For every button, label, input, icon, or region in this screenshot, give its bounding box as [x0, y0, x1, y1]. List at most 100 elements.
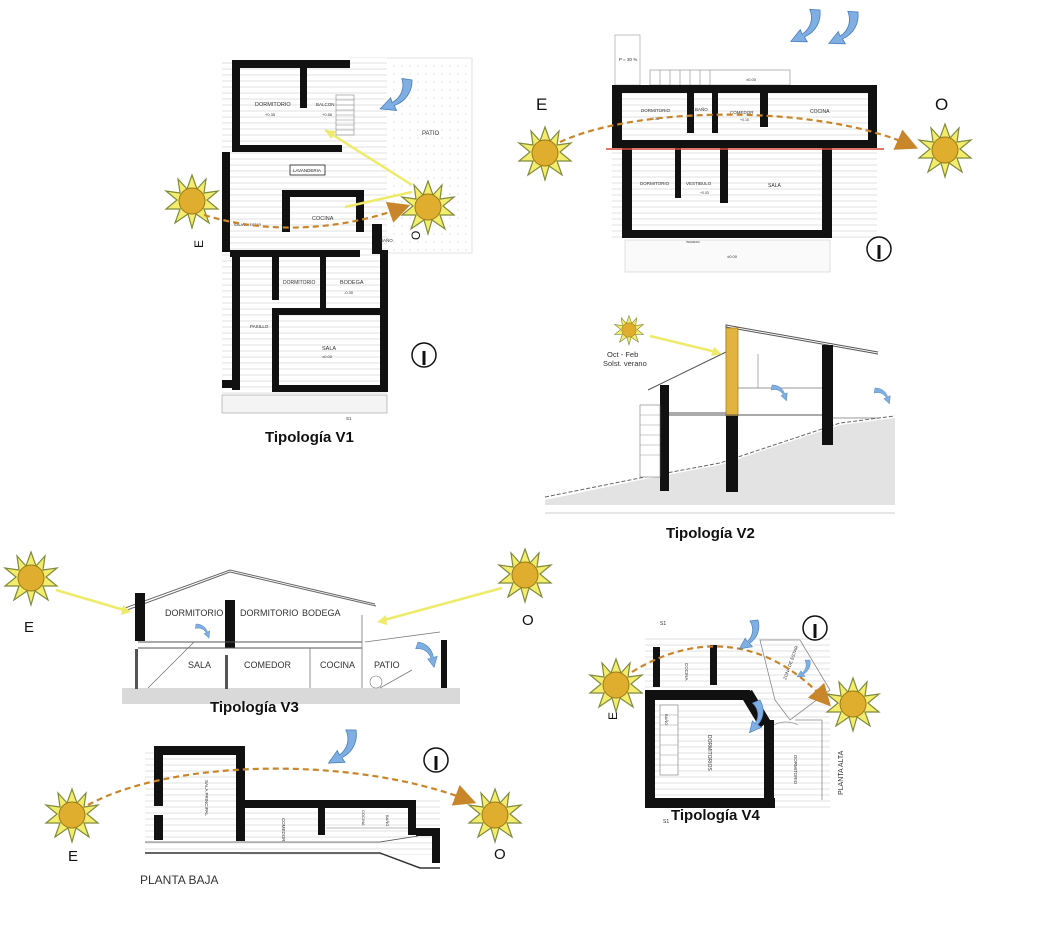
v2-sun-note-2: Solst. verano	[603, 359, 647, 368]
v3-room-dormitorio-2: DORMITORIO	[240, 608, 298, 618]
v3-plan-sala-principal: SALA PRINCIPAL	[204, 780, 209, 816]
v2-sun-east-icon	[518, 126, 572, 181]
v3-plan-east-label: E	[68, 848, 78, 865]
v3-title: Tipología V3	[210, 699, 299, 716]
v2-room-dormitorio2: DORMITORIO	[640, 181, 670, 186]
v4-section-bottom: S1	[663, 819, 669, 825]
v1-title: Tipología V1	[265, 429, 354, 446]
v4-sun-path-arrow	[631, 645, 831, 707]
v2-wind-icon-1	[790, 4, 823, 48]
v2-slope: P = 30 %	[619, 57, 637, 62]
v1-east-label: E	[192, 240, 206, 248]
v2-plan: P = 30 % ±0.00 DORMITORIO +0.35 BAÑO	[606, 34, 884, 273]
v4-east-label: E	[606, 712, 620, 720]
v1-room-sala: SALA	[322, 346, 336, 352]
v3-plan-wind-icon	[328, 725, 359, 768]
v1-room-dormitorio2: DORMITORIO	[283, 280, 316, 286]
v2-room-cocina: COCINA	[810, 109, 830, 115]
v4-sun-west-icon	[826, 677, 880, 732]
v2-room-ingreso: INGRESO	[686, 240, 701, 244]
v4-north-compass-icon	[801, 614, 829, 642]
v4-room-cocina: COCINA	[684, 663, 689, 681]
v2-section: Oct - Feb Solst. verano	[544, 315, 896, 514]
v2-section-sun-icon	[614, 315, 644, 346]
v4-plan: COCINA ZONA DE ESTAR BAÑO DORMITORIOS DO…	[645, 621, 845, 825]
v4-section-top: S1	[660, 621, 666, 627]
v3-sun-ray-east	[55, 588, 125, 612]
v2-sun-west-icon	[918, 123, 972, 178]
v3-room-cocina: COCINA	[320, 660, 355, 670]
v2-title: Tipología V2	[666, 525, 755, 542]
v2-room-comedor: COMEDOR	[730, 110, 754, 115]
v3-west-label: O	[522, 612, 534, 629]
v3-plan-sun-path-arrow	[87, 767, 477, 806]
v1-room-cocina: COCINA	[312, 216, 334, 222]
v3-plan-sun-east-icon	[45, 788, 99, 843]
v3-room-bodega: BODEGA	[302, 608, 341, 618]
v2-solar-wall	[725, 327, 739, 417]
v3-east-label: E	[24, 619, 34, 636]
v2-section-wind-icon-2	[871, 386, 894, 405]
v2-level-dorm: +0.35	[650, 117, 659, 121]
v4-room-bano: BAÑO	[664, 714, 669, 725]
v1-room-bano: BAÑO	[380, 237, 393, 243]
v2-room-sala: SALA	[768, 183, 781, 189]
v2-walls	[612, 85, 877, 238]
v3-room-dormitorio-1: DORMITORIO	[165, 608, 223, 618]
v3-wind-icon-2	[410, 640, 442, 668]
v2-sun-path-arrow	[559, 113, 919, 150]
v1-level-sala: ±0.00	[322, 354, 333, 359]
v2-level-top: ±0.00	[746, 77, 757, 82]
v1-sun-ray-2	[344, 190, 413, 209]
v4-room-dormitorios: DORMITORIOS	[706, 735, 712, 771]
v4-room-dormitorio: DORMITORIO	[793, 755, 798, 785]
v4-title: Tipología V4	[671, 807, 761, 824]
v2-room-bano: BAÑO	[695, 106, 708, 112]
v3-plan-cocina: COCINA	[361, 810, 366, 826]
v2-level-vest: +0.03	[700, 191, 709, 195]
v2-ground	[545, 418, 895, 505]
v3-ground	[122, 688, 460, 704]
v2-sun-note-1: Oct - Feb	[607, 350, 638, 359]
v2-room-vestibulo: VESTIBULO	[686, 181, 712, 186]
v3-plan-bano: BAÑO	[385, 815, 390, 826]
v1-level-bodega: -0.30	[344, 290, 354, 295]
v1-floor	[222, 58, 387, 413]
v1-room-dormitorio: DORMITORIO	[255, 102, 291, 108]
v1-room-balcon: BALCON	[316, 102, 335, 107]
v3-sun-ray-west	[383, 586, 503, 622]
v3-plan-label: PLANTA BAJA	[140, 873, 218, 887]
v1-level-dormitorio: +0.35	[265, 112, 276, 117]
v3-wind-icon-1	[192, 623, 213, 639]
v1-plan: DORMITORIO +0.35 BALCON +0.56 PATIO LAVA…	[221, 57, 473, 421]
v1-north-compass-icon	[410, 341, 438, 369]
v1-section-mark: S1	[346, 416, 352, 421]
v2-room-dormitorio: DORMITORIO	[641, 108, 671, 113]
v4-planta-alta: PLANTA ALTA	[838, 750, 845, 795]
v1-west-label: O	[409, 231, 423, 240]
v1-room-bodega: BODEGA	[340, 280, 364, 286]
v2-east-label: E	[536, 95, 547, 114]
v4-sun-east-icon	[589, 658, 643, 713]
v2-wind-icon-2	[828, 6, 861, 50]
v3-sun-east-icon	[4, 551, 58, 606]
v3-plan-comedor: COMEDOR	[281, 818, 286, 842]
v3-plan: SALA PRINCIPAL COMEDOR COCINA BAÑO	[145, 746, 440, 869]
v1-sun-east-icon	[165, 174, 219, 229]
v3-room-patio: PATIO	[374, 660, 400, 670]
v2-section-sun-ray	[649, 334, 717, 354]
v2-level-bottom: ±0.00	[727, 254, 738, 259]
v1-room-patio: PATIO	[422, 131, 439, 137]
v2-section-wind-icon-1	[768, 383, 791, 402]
v1-sun-ray	[324, 128, 413, 187]
v3-room-comedor: COMEDOR	[244, 660, 292, 670]
v1-sun-path-arrow	[203, 202, 411, 229]
v1-room-lavanderia: LAVANDERIA	[293, 168, 321, 173]
v3-plan-north-compass-icon	[422, 746, 450, 774]
v2-level-comedor: +0.15	[740, 118, 749, 122]
v1-room-pasillo: PASILLO	[250, 324, 269, 329]
v3-plan-west-label: O	[494, 846, 506, 863]
v2-north-compass-icon	[865, 235, 893, 263]
v3-sun-west-icon	[498, 548, 552, 603]
